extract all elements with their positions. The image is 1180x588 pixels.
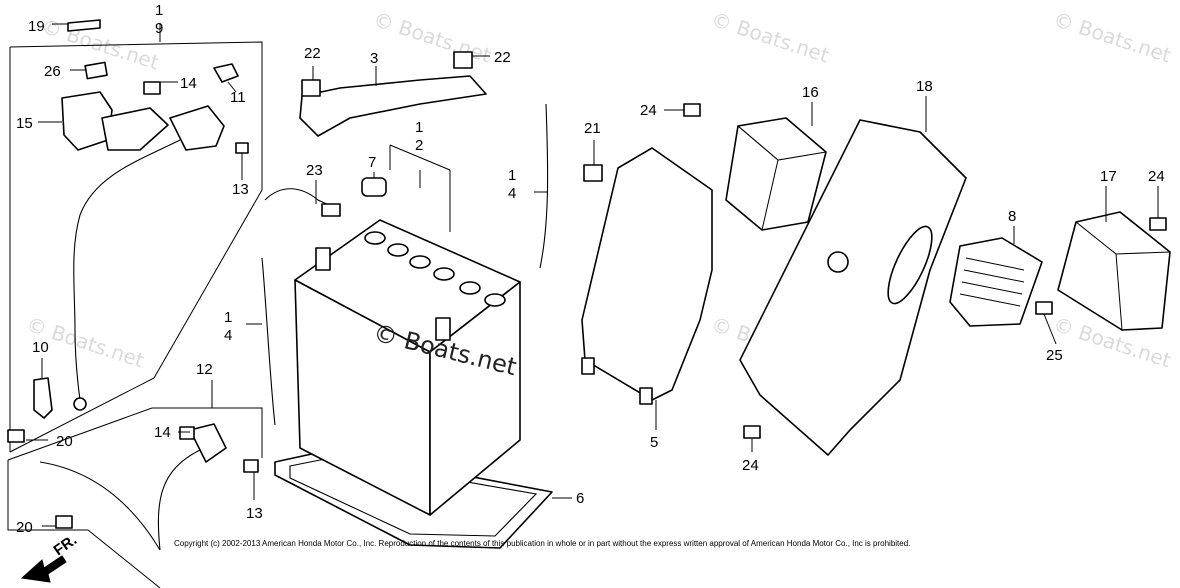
part-20-bolt: [7, 429, 25, 443]
battery-caps: [364, 231, 506, 307]
callout-20b: 20: [16, 519, 33, 536]
callout-8: 8: [1008, 208, 1016, 225]
part-5-tab-a: [581, 357, 595, 375]
callout-12: 12: [196, 361, 213, 378]
front-arrow-icon: [20, 555, 67, 583]
callout-4: 4: [224, 327, 232, 344]
part-15-cover: [169, 105, 225, 151]
part-15-relay: [101, 107, 169, 151]
part-13-bolt: [235, 142, 249, 154]
part-18-slot: [887, 225, 933, 305]
callout-13b: 13: [246, 505, 263, 522]
part-5-cover: [581, 147, 713, 401]
part-13b-bolt: [243, 459, 259, 473]
part-18-mounting-plate: [739, 119, 967, 456]
part-23-clamp: [321, 203, 341, 217]
part-12-cable-a: [39, 461, 161, 551]
callout-7: 7: [368, 154, 376, 171]
callout-16: 16: [802, 84, 819, 101]
callout-24c: 24: [742, 457, 759, 474]
part-26-fuse: [84, 61, 108, 80]
callout-22b: 22: [494, 49, 511, 66]
battery-group: © Boats.net: [264, 177, 553, 549]
callout-1b: 1: [415, 119, 423, 136]
part-25-bolt: [1035, 301, 1053, 315]
part-16-relay-unit: [725, 117, 827, 231]
callout-11: 11: [230, 89, 246, 106]
watermark: © Boats.net: [370, 7, 494, 68]
part-23-hook: [264, 188, 341, 211]
part-14-cap: [143, 81, 161, 95]
part-14b-cap: [179, 426, 195, 440]
part-9-harness: [73, 139, 181, 401]
part-24c-bolt: [743, 425, 761, 439]
callout-14b: 14: [154, 424, 171, 441]
callout-19: 19: [28, 18, 45, 35]
part-22b-nut: [453, 51, 473, 69]
callout-21: 21: [584, 120, 601, 137]
battery-terminal-negative: [435, 317, 451, 341]
part-22a-nut: [301, 79, 321, 97]
callout-3: 3: [370, 50, 378, 67]
part-9-terminal: [73, 397, 87, 411]
callout-17: 17: [1100, 168, 1117, 185]
part-12-terminal-cover: [189, 423, 227, 463]
callout-6: 6: [576, 490, 584, 507]
direction-label: FR.: [51, 531, 81, 559]
callout-25: 25: [1046, 347, 1063, 364]
callout-1: 1: [155, 2, 163, 19]
callout-4b: 4: [508, 185, 516, 202]
callout-14: 14: [180, 75, 197, 92]
callout-5: 5: [650, 434, 658, 451]
part-4-rod-right: [539, 103, 549, 269]
callout-22a: 22: [304, 45, 321, 62]
part-24a-bolt: [683, 103, 701, 117]
copyright-notice: Copyright (c) 2002-2013 American Honda M…: [174, 539, 910, 548]
callout-1c: 1: [224, 309, 232, 326]
part-10-cap: [33, 377, 53, 419]
part-12-cable-b: [157, 449, 201, 551]
callout-20: 20: [56, 433, 73, 450]
callout-15: 15: [16, 115, 33, 132]
leader-lines: [26, 23, 1159, 527]
callout-2: 2: [415, 137, 423, 154]
part-3-battery-bracket: [299, 75, 487, 137]
callout-18: 18: [916, 78, 933, 95]
watermark: © Boats.net: [1050, 7, 1174, 68]
part-24b-bolt: [1149, 217, 1167, 231]
part-20b-bolt: [55, 515, 73, 529]
part-21-bolt: [583, 164, 603, 182]
callout-1d: 1: [508, 167, 516, 184]
callout-24b: 24: [1148, 168, 1165, 185]
battery-terminal-positive: [315, 247, 331, 271]
part-4-rod-left: [261, 257, 276, 426]
callout-24: 24: [640, 102, 657, 119]
part-8-regulator: [949, 237, 1043, 327]
part-17-control-unit: [1057, 211, 1171, 331]
callout-13: 13: [232, 181, 249, 198]
watermark: © Boats.net: [708, 7, 832, 68]
callout-23: 23: [306, 162, 323, 179]
callout-10: 10: [32, 339, 49, 356]
part-18-hole: [827, 251, 849, 273]
callout-labels: 19 1 9 26 14 11 15 13 10 20 12 14 13 20 …: [16, 2, 1165, 536]
harness-group-9: [7, 19, 263, 453]
cable-group-12: FR.: [7, 407, 263, 588]
callout-9: 9: [155, 20, 163, 37]
part-8-fins: [959, 257, 1025, 307]
part-11-clip: [213, 63, 239, 83]
part-7-cap: [361, 177, 387, 197]
part-5-tab-b: [639, 387, 653, 405]
callout-26: 26: [44, 63, 61, 80]
part-19-label: [67, 19, 101, 32]
